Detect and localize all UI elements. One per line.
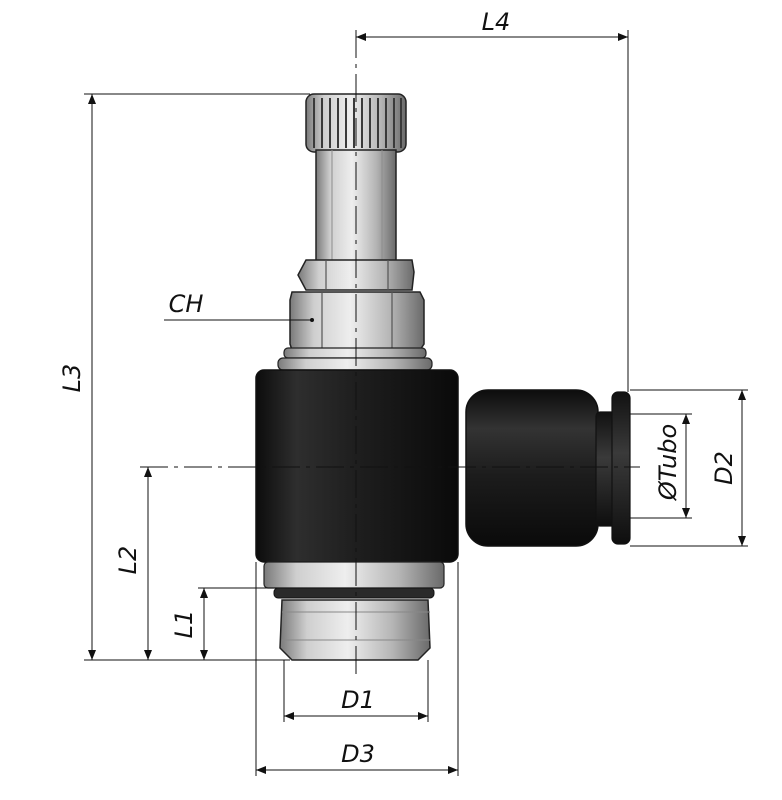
label-ch: CH (169, 290, 204, 318)
dimension-l3: L3 (58, 93, 310, 661)
label-l1: L1 (170, 610, 198, 639)
dimension-l4: L4 (356, 8, 629, 392)
dimension-tubo: ØTubo (630, 413, 692, 519)
dimension-ch: CH (164, 290, 314, 322)
label-d1: D1 (341, 686, 375, 714)
washer-stack (277, 347, 433, 371)
hex-nut (289, 291, 425, 351)
label-d3: D3 (341, 740, 375, 768)
label-tubo: ØTubo (654, 424, 682, 501)
dimension-d2: D2 (630, 389, 748, 547)
main-body (255, 369, 459, 563)
label-d2: D2 (710, 451, 738, 485)
threaded-base (263, 561, 445, 661)
dimension-l2: L2 (114, 467, 152, 660)
label-l4: L4 (482, 8, 511, 36)
label-l3: L3 (58, 364, 86, 393)
dimension-l1: L1 (170, 587, 280, 660)
label-l2: L2 (114, 546, 142, 575)
push-in-connector (443, 389, 631, 547)
dimension-d3: D3 (255, 562, 459, 776)
dimension-d1: D1 (283, 660, 429, 722)
